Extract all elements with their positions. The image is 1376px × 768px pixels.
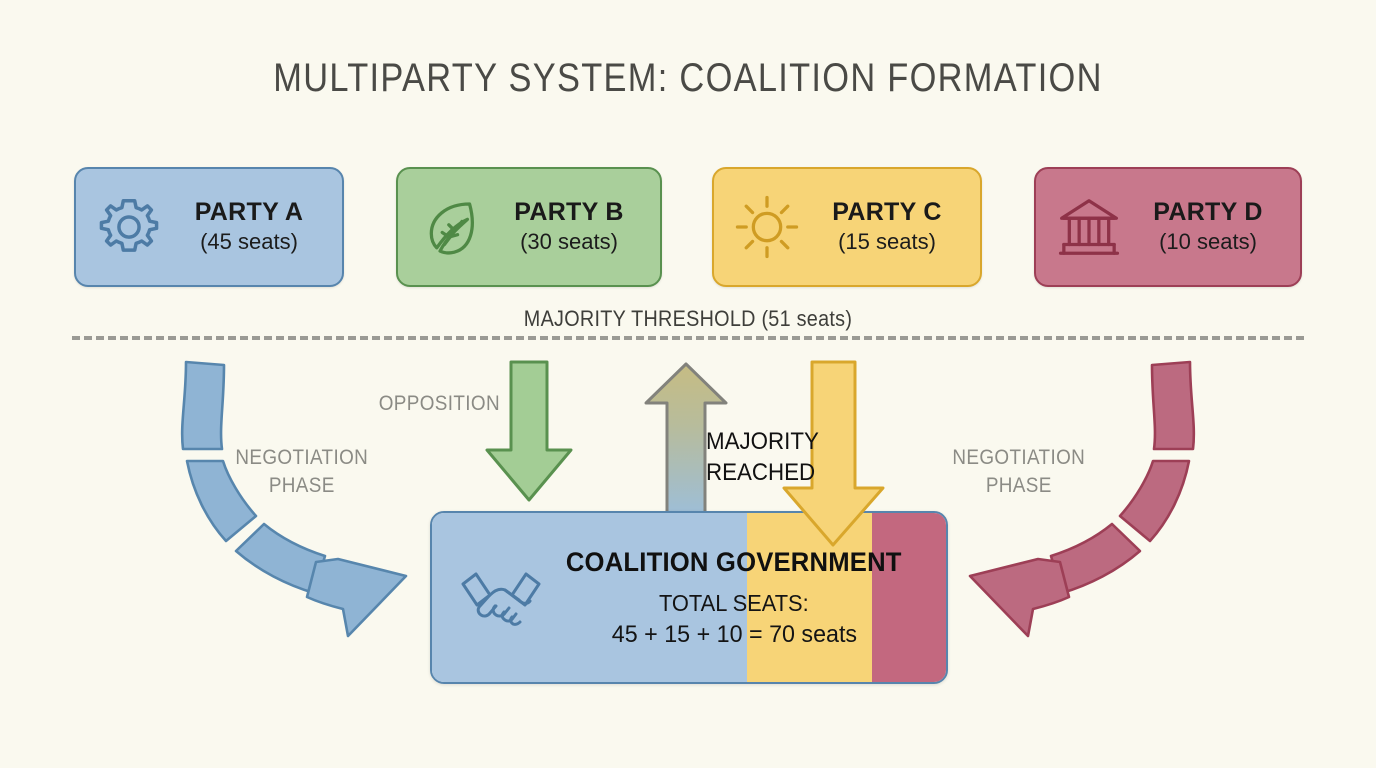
handshake-icon — [458, 558, 544, 638]
party-d-text: PARTY D (10 seats) — [1126, 197, 1300, 256]
party-box-b[interactable]: PARTY B (30 seats) — [396, 167, 662, 287]
majority-reached-label: MAJORITY REACHED — [706, 426, 819, 488]
party-d-name: PARTY D — [1153, 197, 1263, 226]
coalition-text-block: COALITION GOVERNMENT TOTAL SEATS: 45 + 1… — [536, 547, 946, 649]
majority-line2: REACHED — [706, 459, 816, 487]
gear-icon — [92, 190, 166, 264]
negotiation-left-line1: NEGOTIATION — [235, 446, 369, 469]
majority-line1: MAJORITY — [706, 428, 819, 455]
party-c-name: PARTY C — [832, 197, 942, 226]
page-title: MULTIPARTY SYSTEM: COALITION FORMATION — [273, 56, 1103, 100]
party-b-text: PARTY B (30 seats) — [488, 197, 660, 256]
majority-threshold-line — [72, 336, 1304, 340]
coalition-total-seats-label: TOTAL SEATS: — [659, 589, 809, 616]
bank-icon — [1052, 190, 1126, 264]
leaf-icon — [414, 190, 488, 264]
party-box-a[interactable]: PARTY A (45 seats) — [74, 167, 344, 287]
party-a-name: PARTY A — [194, 197, 304, 226]
opposition-label: OPPOSITION — [378, 392, 500, 415]
party-c-seats: (15 seats) — [838, 229, 936, 254]
party-a-seats: (45 seats) — [200, 229, 298, 254]
coalition-total-seats-value: 45 + 15 + 10 = 70 seats — [611, 620, 857, 648]
coalition-title: COALITION GOVERNMENT — [566, 546, 902, 577]
party-c-text: PARTY C (15 seats) — [804, 197, 980, 256]
negotiation-right-line2: PHASE — [985, 474, 1052, 498]
party-b-name: PARTY B — [514, 197, 624, 226]
party-d-seats: (10 seats) — [1159, 229, 1257, 254]
majority-threshold-label: MAJORITY THRESHOLD (51 seats) — [523, 306, 853, 331]
party-b-seats: (30 seats) — [520, 229, 618, 254]
negotiation-phase-right-label: NEGOTIATION PHASE — [952, 444, 1085, 501]
coalition-government-box[interactable]: COALITION GOVERNMENT TOTAL SEATS: 45 + 1… — [430, 511, 948, 684]
negotiation-phase-left-label: NEGOTIATION PHASE — [235, 444, 368, 501]
negotiation-right-line1: NEGOTIATION — [952, 446, 1086, 469]
party-a-text: PARTY A (45 seats) — [166, 197, 342, 256]
party-box-d[interactable]: PARTY D (10 seats) — [1034, 167, 1302, 287]
party-b-opposition-arrow — [485, 360, 573, 502]
coalition-content: COALITION GOVERNMENT TOTAL SEATS: 45 + 1… — [432, 513, 946, 682]
negotiation-left-line2: PHASE — [268, 474, 335, 498]
sun-icon — [730, 190, 804, 264]
party-box-c[interactable]: PARTY C (15 seats) — [712, 167, 982, 287]
